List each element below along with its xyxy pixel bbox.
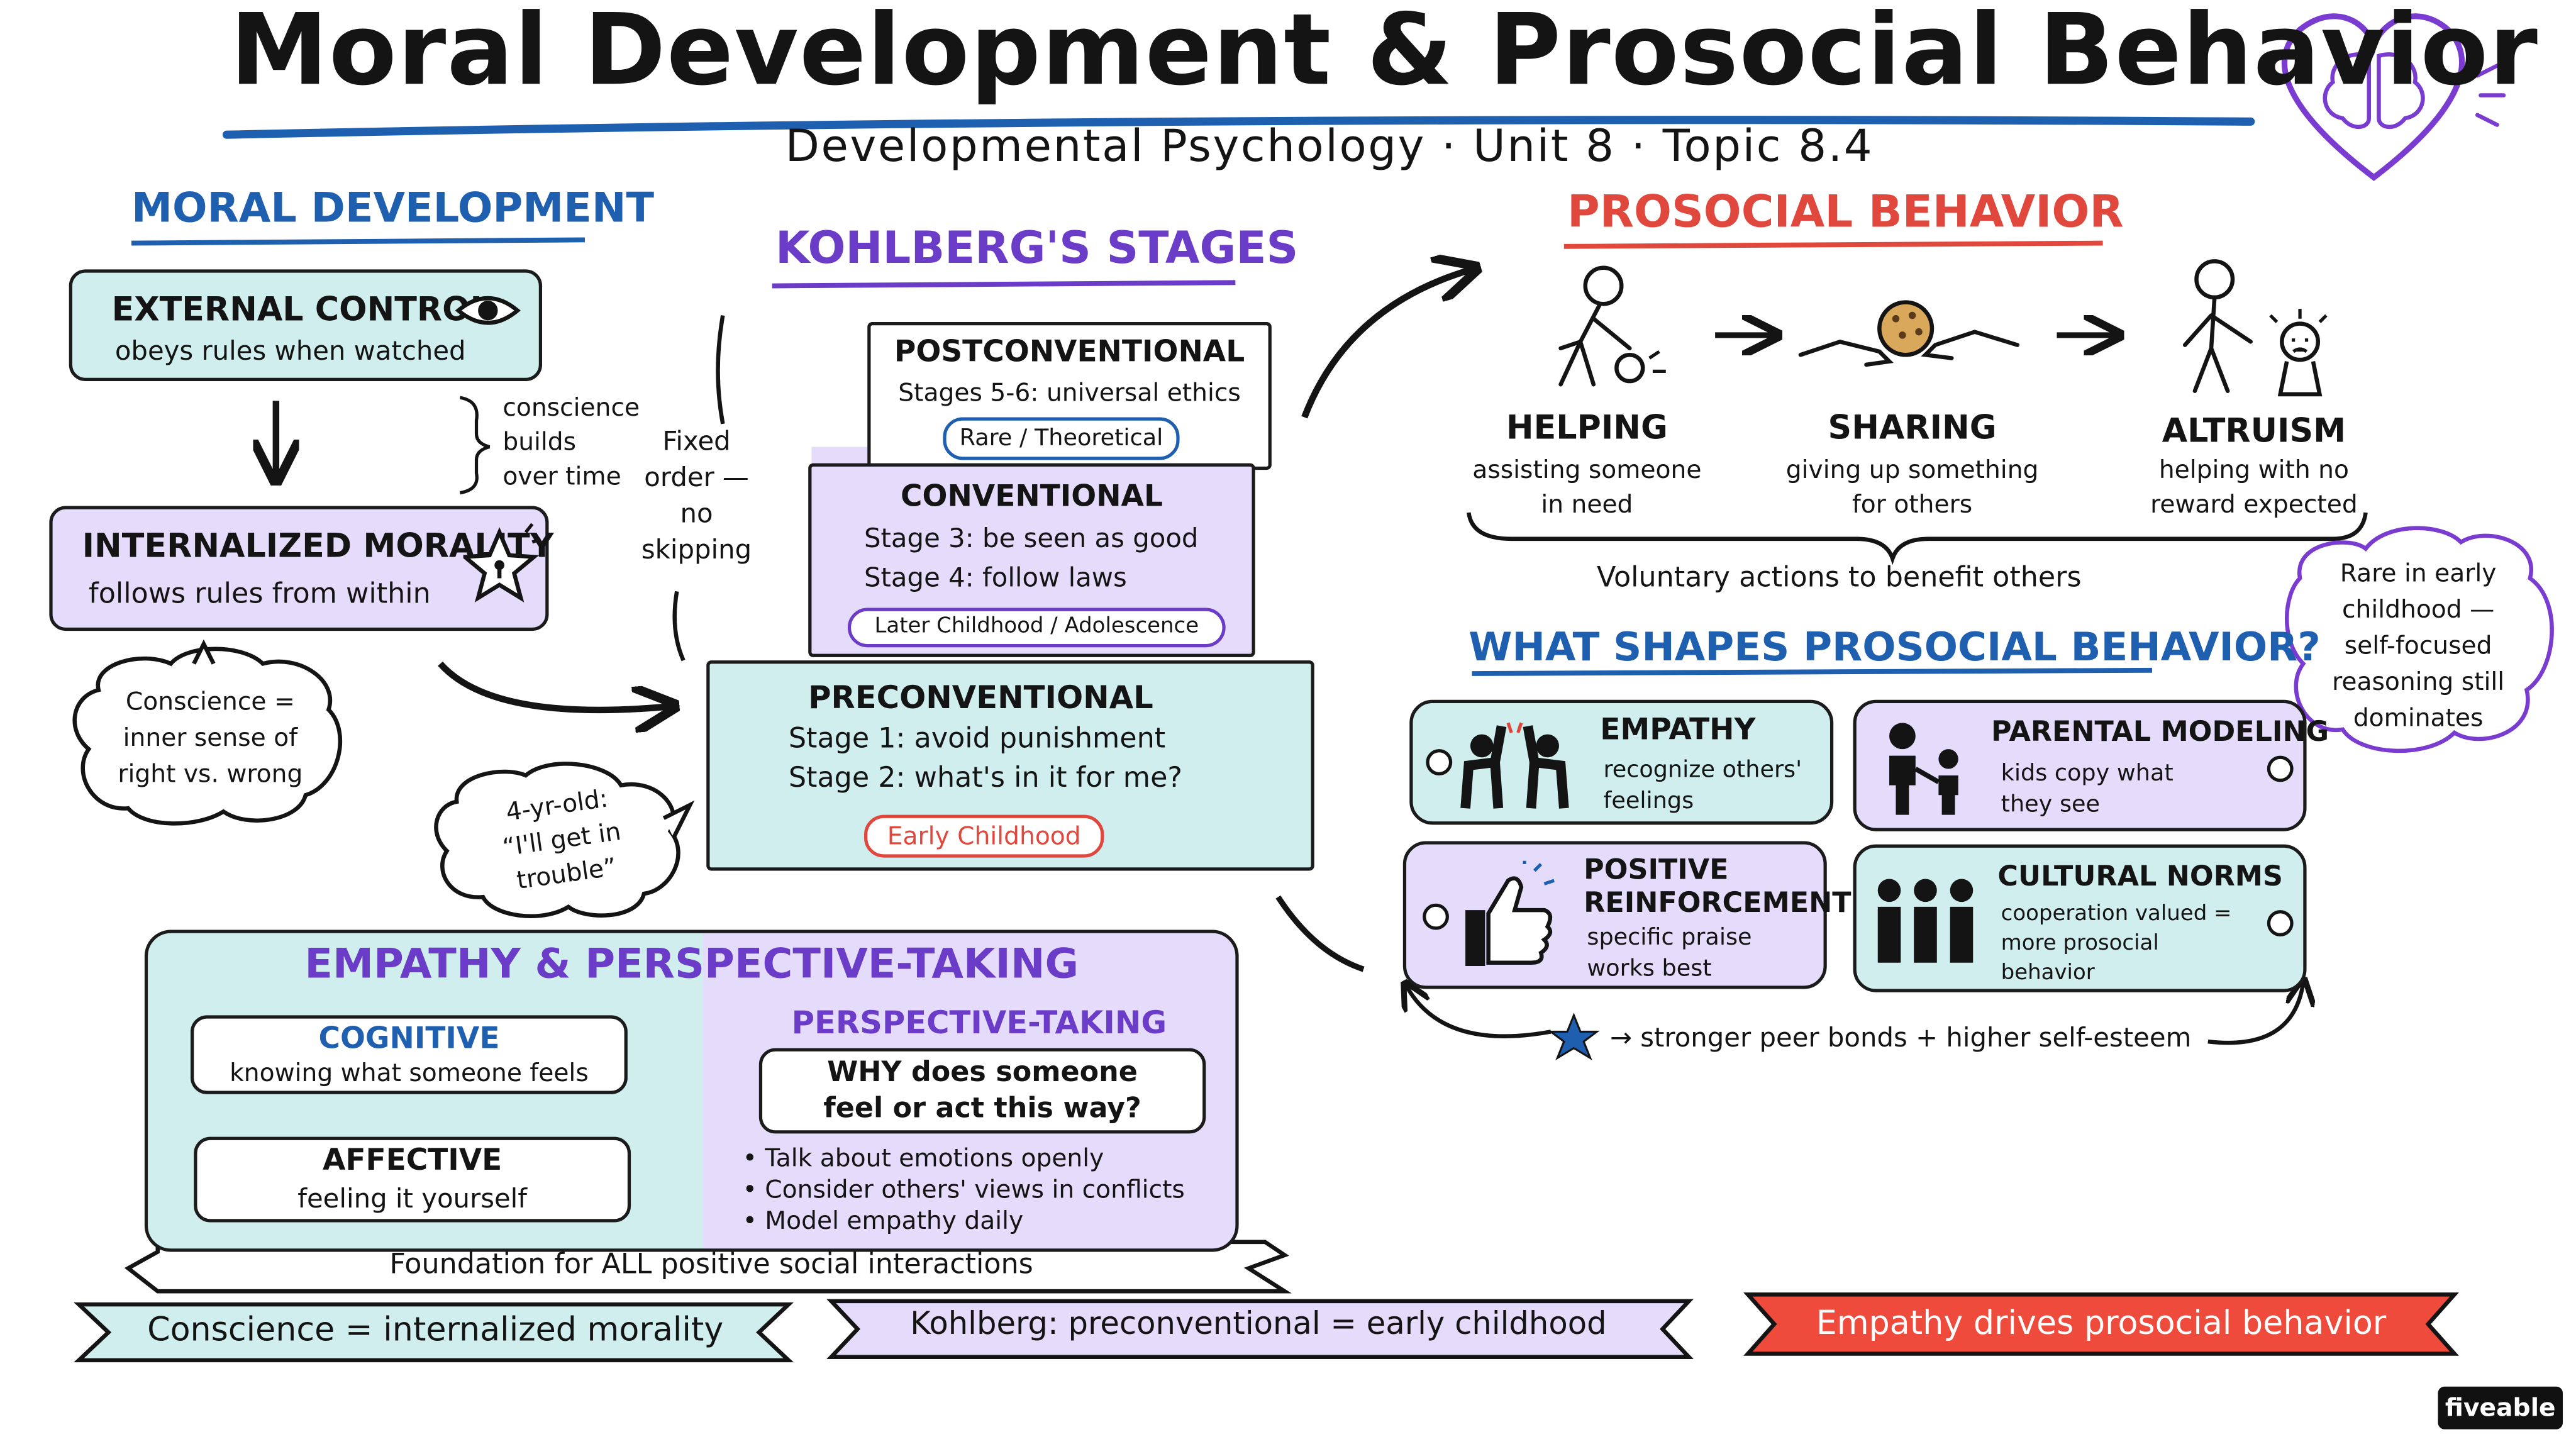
parent-child-icon	[1889, 723, 1958, 815]
parental-modeling-title: PARENTAL MODELING	[1990, 716, 2329, 750]
conscience-builds-note: conscience builds over time	[502, 392, 640, 492]
empathy-panel: EMPATHY & PERSPECTIVE-TAKING COGNITIVE k…	[144, 930, 1239, 1252]
preconventional-box: PRECONVENTIONAL Stage 1: avoid punishmen…	[706, 660, 1314, 871]
altruism-figure-icon	[2182, 259, 2328, 397]
star-icon	[1548, 1013, 1600, 1060]
empathy-tag: EMPATHY recognize others'feelings	[1409, 699, 1834, 825]
eye-icon	[455, 296, 521, 325]
prosocial-summary: Voluntary actions to benefit others	[1597, 562, 2082, 595]
cultural-norms-title: CULTURAL NORMS	[1997, 860, 2284, 894]
affective-desc: feeling it yourself	[297, 1182, 528, 1214]
cognitive-title: COGNITIVE	[318, 1021, 500, 1057]
moral-development-heading: MORAL DEVELOPMENT	[131, 184, 655, 232]
external-control-desc: obeys rules when watched	[114, 335, 466, 367]
conventional-box: CONVENTIONAL Stage 3: be seen as good St…	[808, 463, 1255, 657]
bullet-item: • Talk about emotions openly	[742, 1143, 1104, 1174]
internalized-morality-box: INTERNALIZED MORALITY follows rules from…	[49, 506, 554, 631]
internalized-morality-desc: follows rules from within	[89, 578, 431, 611]
preconventional-stage-2: Stage 2: what's in it for me?	[788, 762, 1182, 796]
kohlberg-heading: KOHLBERG'S STAGES	[775, 223, 1299, 275]
affective-title: AFFECTIVE	[322, 1143, 502, 1178]
fiveable-logo: fiveable	[2438, 1386, 2563, 1430]
brain-heart-icon	[2282, 13, 2506, 181]
banner-kohlberg: Kohlberg: preconventional = early childh…	[910, 1306, 1607, 1343]
altruism-title: ALTRUISM	[2162, 411, 2346, 450]
preconventional-stage-1: Stage 1: avoid punishment	[788, 723, 1166, 756]
page-title: Moral Development & Prosocial Behavior	[230, 0, 2539, 109]
tag-hole	[2267, 755, 2294, 782]
postconventional-tag: Rare / Theoretical	[943, 417, 1180, 460]
foundation-ribbon: Foundation for ALL positive social inter…	[389, 1248, 1033, 1282]
empathy-tag-desc: recognize others'feelings	[1603, 757, 1802, 815]
sharing-title: SHARING	[1828, 407, 1997, 447]
empathy-tag-title: EMPATHY	[1600, 713, 1756, 748]
conventional-title: CONVENTIONAL	[900, 479, 1163, 514]
postconventional-box: POSTCONVENTIONAL Stages 5-6: universal e…	[867, 321, 1272, 470]
external-control-title: EXTERNAL CONTROL	[111, 289, 491, 329]
tag-hole	[1423, 903, 1449, 930]
preconventional-tag: Early Childhood	[864, 814, 1104, 858]
helping-title: HELPING	[1506, 407, 1668, 447]
conventional-stage-3: Stage 3: be seen as good	[864, 522, 1199, 554]
conscience-bubble: Conscience = inner sense of right vs. wr…	[118, 686, 303, 789]
sharing-cookie-icon	[1798, 300, 2020, 367]
tag-hole	[2267, 910, 2294, 936]
banner-empathy: Empathy drives prosocial behavior	[1816, 1302, 2387, 1343]
cultural-norms-tag: CULTURAL NORMS cooperation valued =more …	[1853, 844, 2307, 992]
conventional-stage-4: Stage 4: follow laws	[864, 562, 1127, 594]
postconventional-title: POSTCONVENTIONAL	[894, 335, 1245, 370]
high-five-icon	[1460, 722, 1569, 809]
shapes-heading: WHAT SHAPES PROSOCIAL BEHAVIOR?	[1468, 624, 2321, 670]
postconventional-stages: Stages 5-6: universal ethics	[898, 377, 1241, 408]
thumbs-up-icon	[1465, 860, 1555, 966]
perspective-bullets: • Talk about emotions openly • Consider …	[743, 1143, 1185, 1237]
star-badge-icon	[463, 523, 541, 602]
group-icon	[1877, 879, 1974, 963]
external-control-box: EXTERNAL CONTROL obeys rules when watche…	[69, 269, 543, 382]
prosocial-heading: PROSOCIAL BEHAVIOR	[1567, 187, 2124, 238]
empathy-heading: EMPATHY & PERSPECTIVE-TAKING	[304, 940, 1079, 987]
conventional-tag: Later Childhood / Adolescence	[847, 608, 1226, 648]
preconventional-title: PRECONVENTIONAL	[808, 680, 1153, 716]
cognitive-box: COGNITIVE knowing what someone feels	[191, 1015, 628, 1094]
bullet-item: • Consider others' views in conflicts	[742, 1174, 1185, 1204]
shapes-outcome: → stronger peer bonds + higher self-este…	[1609, 1021, 2192, 1053]
page-subtitle: Developmental Psychology · Unit 8 · Topi…	[785, 121, 1874, 173]
bullet-item: • Model empathy daily	[742, 1206, 1024, 1236]
perspective-title: PERSPECTIVE-TAKING	[791, 1005, 1167, 1042]
affective-box: AFFECTIVE feeling it yourself	[194, 1136, 631, 1223]
tag-hole	[1426, 749, 1453, 775]
cognitive-desc: knowing what someone feels	[230, 1058, 589, 1088]
fixed-order-note: Fixed order — no skipping	[641, 425, 752, 565]
helping-figure-icon	[1558, 265, 1666, 387]
banner-conscience: Conscience = internalized morality	[147, 1309, 724, 1349]
